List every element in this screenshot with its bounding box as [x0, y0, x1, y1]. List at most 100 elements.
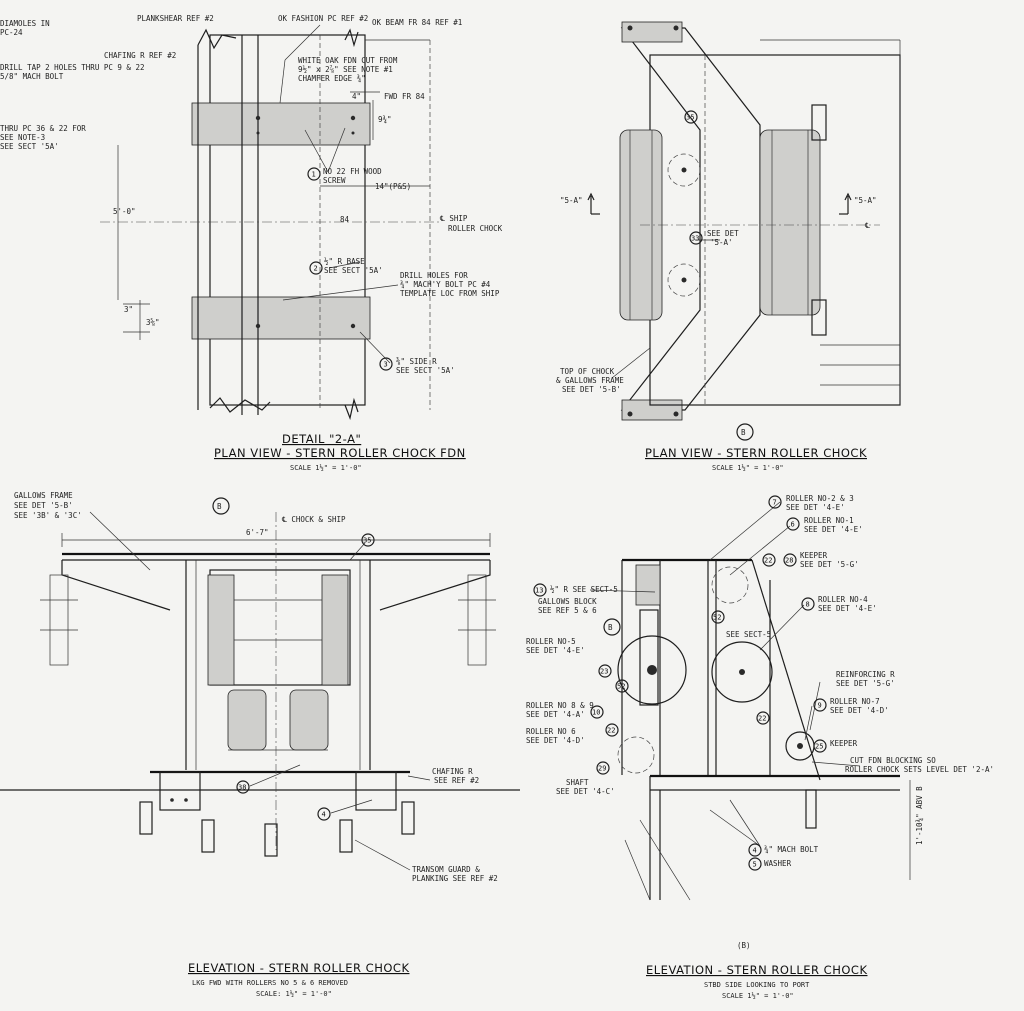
- scale-plan-fdn: SCALE 1½" = 1'-0": [290, 464, 362, 472]
- label-plankshear: PLANKSHEAR REF #2: [137, 14, 214, 23]
- label-dim-4: 4": [352, 92, 361, 101]
- label-transom: TRANSOM GUARD &: [412, 865, 480, 874]
- title-plan-view: PLAN VIEW - STERN ROLLER CHOCK: [645, 446, 867, 460]
- label-side-r: ⅜" SIDE R: [396, 357, 437, 366]
- bubble-2: 2: [314, 265, 318, 273]
- bubble-29: 29: [598, 765, 606, 773]
- bubble-1: 1: [312, 171, 316, 179]
- label-gallows-frame: GALLOWS FRAME: [14, 491, 73, 500]
- marker-b-bottom: (B): [737, 941, 751, 950]
- label-top-chock: TOP OF CHOCK: [560, 367, 615, 376]
- marker-b-plan: B: [741, 428, 746, 437]
- label-roller-4: ROLLER NO-4: [818, 595, 868, 604]
- label-planking: PLANKING SEE REF #2: [412, 874, 498, 883]
- title-elev-fwd: ELEVATION - STERN ROLLER CHOCK: [188, 961, 409, 975]
- panel-elevation-stbd: 7 6 22 28 13 52 8 23 22 52 10 9 22 25 29…: [526, 494, 994, 1000]
- label-template: TEMPLATE LOC FROM SHIP: [400, 289, 500, 298]
- label-dim-3-5-8: 3⅝": [146, 318, 160, 327]
- label-chafing: CHAFING R REF #2: [104, 51, 176, 60]
- label-fwd-fr84: FWD FR 84: [384, 92, 425, 101]
- label-gallows-frame-plan: & GALLOWS FRAME: [556, 376, 624, 385]
- label-det-4d-b: SEE DET '4-D': [526, 736, 585, 745]
- label-mach-bolt-stbd: ¾" MACH BOLT: [764, 845, 819, 854]
- label-det-5b-plan: SEE DET '5-B': [562, 385, 621, 394]
- label-det-4e-a: SEE DET '4-E': [786, 503, 845, 512]
- label-dim-3: 3": [124, 305, 133, 314]
- label-ref-5-6: SEE REF 5 & 6: [538, 606, 597, 615]
- label-drill-holes: DRILL HOLES FOR: [400, 271, 468, 280]
- label-dim-9-3-4: 9¾": [378, 115, 392, 124]
- label-roller-1: ROLLER NO-1: [804, 516, 854, 525]
- label-r-sect5: ½" R SEE SECT-5: [550, 585, 618, 594]
- bubble-35-plan: 35: [686, 114, 694, 122]
- label-cut-fdn: CUT FDN BLOCKING SO: [850, 756, 936, 765]
- label-cl-ship: ℄ SHIP: [439, 214, 468, 223]
- label-roller-2-3: ROLLER NO-2 & 3: [786, 494, 854, 503]
- label-84: 84: [340, 215, 350, 224]
- bubble-38: 38: [238, 784, 246, 792]
- bubble-52-b: 52: [617, 683, 625, 691]
- label-thru-pc: THRU PC 36 & 22 FOR: [0, 124, 86, 133]
- label-det-4e-d: SEE DET '4-E': [526, 646, 585, 655]
- label-pc24: PC-24: [0, 28, 23, 37]
- scale-elev-fwd: SCALE: 1½" = 1'-0": [256, 990, 332, 998]
- bubble-23: 23: [600, 668, 608, 676]
- label-sect5-b: SEE SECT-5: [726, 630, 771, 639]
- label-sect5a-1: SEE SECT '5A': [0, 142, 59, 151]
- scale-plan-view: SCALE 1½" = 1'-0": [712, 464, 784, 472]
- label-sect5a-3: SEE SECT '5A': [396, 366, 455, 375]
- label-shaft: SHAFT: [566, 778, 589, 787]
- bubble-3: 3: [384, 361, 388, 369]
- bubble-35-fwd: 35: [363, 537, 371, 545]
- bubble-52-a: 52: [713, 614, 721, 622]
- label-dim-6-7: 6'-7": [246, 528, 269, 537]
- label-det-5a-plan: '5-A': [710, 238, 733, 247]
- label-det-5g-a: SEE DET '5-G': [800, 560, 859, 569]
- bubble-22-c: 22: [607, 727, 615, 735]
- bubble-25: 25: [815, 743, 823, 751]
- label-keeper-b: KEEPER: [830, 739, 858, 748]
- label-det-4a: SEE DET '4-A': [526, 710, 585, 719]
- label-sets-level: ROLLER CHOCK SETS LEVEL DET '2-A': [845, 765, 994, 774]
- title-plan-fdn: PLAN VIEW - STERN ROLLER CHOCK FDN: [214, 446, 466, 460]
- label-det-5b: SEE DET '5-B': [14, 501, 73, 510]
- label-machy-bolt: ¾" MACH'Y BOLT PC #4: [400, 280, 491, 289]
- label-roller-6: ROLLER NO 6: [526, 727, 576, 736]
- label-screw: SCREW: [323, 176, 346, 185]
- label-washer: WASHER: [764, 859, 792, 868]
- bubble-28: 28: [785, 557, 793, 565]
- bubble-22-a: 22: [764, 557, 772, 565]
- label-diamoles: DIAMOLES IN: [0, 19, 50, 28]
- label-ok-fashion: OK FASHION PC REF #2: [278, 14, 368, 23]
- label-cl-chock: ℄ CHOCK & SHIP: [281, 515, 346, 524]
- bubble-6: 6: [791, 521, 795, 529]
- scale-elev-stbd: SCALE 1½" = 1'-0": [722, 992, 794, 1000]
- label-base: ½" R BASE: [324, 257, 365, 266]
- panel-plan-detail: 1 2 3 DIAMOLES IN PC-24 PLANKSHEAR REF #…: [0, 14, 503, 472]
- subtitle-elev-fwd: LKG FWD WITH ROLLERS NO 5 & 6 REMOVED: [192, 979, 348, 987]
- bubble-22-b: 22: [758, 715, 766, 723]
- bubble-10: 10: [592, 709, 600, 717]
- label-det-4e-b: SEE DET '4-E': [804, 525, 863, 534]
- bubble-5: 5: [753, 861, 757, 869]
- label-det-5g-b: SEE DET '5-G': [836, 679, 895, 688]
- label-gallows-block: GALLOWS BLOCK: [538, 597, 597, 606]
- label-keeper-a: KEEPER: [800, 551, 828, 560]
- label-chamfer: CHAMFER EDGE ¾": [298, 74, 366, 83]
- label-det-4c: SEE DET '4-C': [556, 787, 615, 796]
- label-5a-right: "5-A": [854, 196, 877, 205]
- label-ref2-fwd: SEE REF #2: [434, 776, 479, 785]
- label-chafing-fwd: CHAFING R: [432, 767, 473, 776]
- label-drill-tap: DRILL TAP 2 HOLES THRU PC 9 & 22: [0, 63, 145, 72]
- label-see-det-plan: SEE DET: [707, 229, 739, 238]
- label-roller-chock: ROLLER CHOCK: [448, 224, 503, 233]
- label-reinforcing: REINFORCING R: [836, 670, 895, 679]
- label-5a-left: "5-A": [560, 196, 583, 205]
- label-dim-5-0: 5'-0": [113, 207, 136, 216]
- label-det-4e-c: SEE DET '4-E': [818, 604, 877, 613]
- bubble-4-fwd: 4: [322, 811, 326, 819]
- bubble-13-a: 13: [535, 587, 543, 595]
- panel-plan-view: 35 33 "5-A" "5-A" SEE DET '5-A' ℄ TOP OF…: [556, 21, 901, 472]
